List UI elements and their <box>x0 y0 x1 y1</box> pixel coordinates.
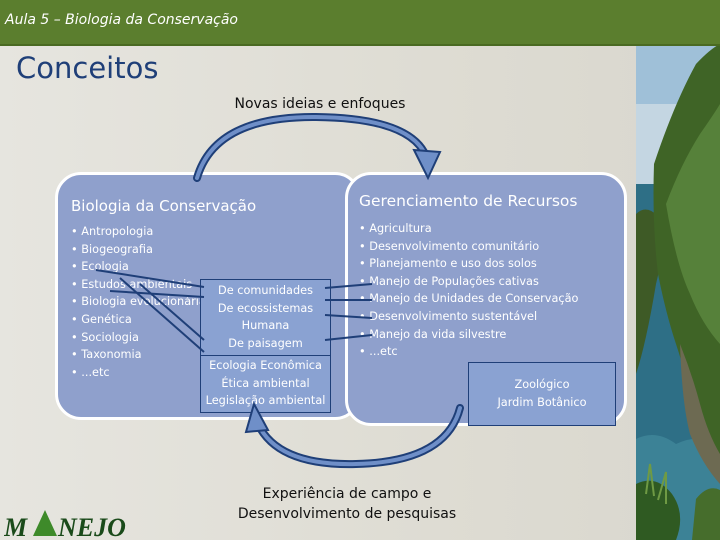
right-box: Zoológico Jardim Botânico <box>468 362 616 426</box>
list-item: Sociologia <box>71 329 206 347</box>
center-box-line: Humana <box>241 319 290 332</box>
slide-title: Conceitos <box>16 51 159 85</box>
list-item: Manejo de Unidades de Conservação <box>359 290 578 308</box>
list-item: Planejamento e uso dos solos <box>359 255 578 273</box>
right-box-line: Zoológico <box>514 378 570 391</box>
center-box-line: Ética ambiental <box>221 376 310 390</box>
left-panel-heading: Biologia da Conservação <box>71 197 257 215</box>
list-item: Manejo da vida silvestre <box>359 326 578 344</box>
bottom-label-line: Desenvolvimento de pesquisas <box>237 506 457 522</box>
right-panel-list: Agricultura Desenvolvimento comunitário … <box>359 220 578 361</box>
top-label: Novas ideias e enfoques <box>234 96 406 112</box>
center-box-line: De paisagem <box>228 336 303 350</box>
svg-text:NEJO: NEJO <box>57 513 126 540</box>
list-item: Desenvolvimento sustentável <box>359 308 578 326</box>
list-item: Biologia evolucionária <box>71 293 206 311</box>
logo: M NEJO <box>3 500 144 540</box>
center-box-line: Ecologia Econômica <box>209 359 322 372</box>
bottom-label: Experiência de campo e Desenvolvimento d… <box>220 484 474 524</box>
right-panel-heading: Gerenciamento de Recursos <box>359 192 578 210</box>
list-item: Desenvolvimento comunitário <box>359 238 578 256</box>
list-item: Ecologia <box>71 258 206 276</box>
list-item: ...etc <box>71 364 206 382</box>
list-item: Antropologia <box>71 223 206 241</box>
list-item: Genética <box>71 311 206 329</box>
left-panel-list: Antropologia Biogeografia Ecologia Estud… <box>71 223 206 381</box>
svg-text:M: M <box>4 513 28 540</box>
lesson-title: Aula 5 – Biologia da Conservação <box>5 12 238 28</box>
coastal-photo <box>636 44 720 540</box>
list-item: Taxonomia <box>71 346 206 364</box>
center-box-line: De comunidades <box>218 284 313 297</box>
list-item: Manejo de Populações cativas <box>359 273 578 291</box>
list-item: Agricultura <box>359 220 578 238</box>
right-box-line: Jardim Botânico <box>497 395 587 409</box>
logo-graphic: M NEJO <box>3 510 126 540</box>
list-item: Biogeografia <box>71 241 206 259</box>
center-box-line: De ecossistemas <box>217 301 314 315</box>
list-item: ...etc <box>359 343 578 361</box>
center-box-line: Legislação ambiental <box>205 394 326 407</box>
center-box: De comunidades De ecossistemas Humana De… <box>200 279 331 413</box>
bottom-label-line: Experiência de campo e <box>262 486 432 502</box>
header-bar: Aula 5 – Biologia da Conservação <box>0 0 720 46</box>
